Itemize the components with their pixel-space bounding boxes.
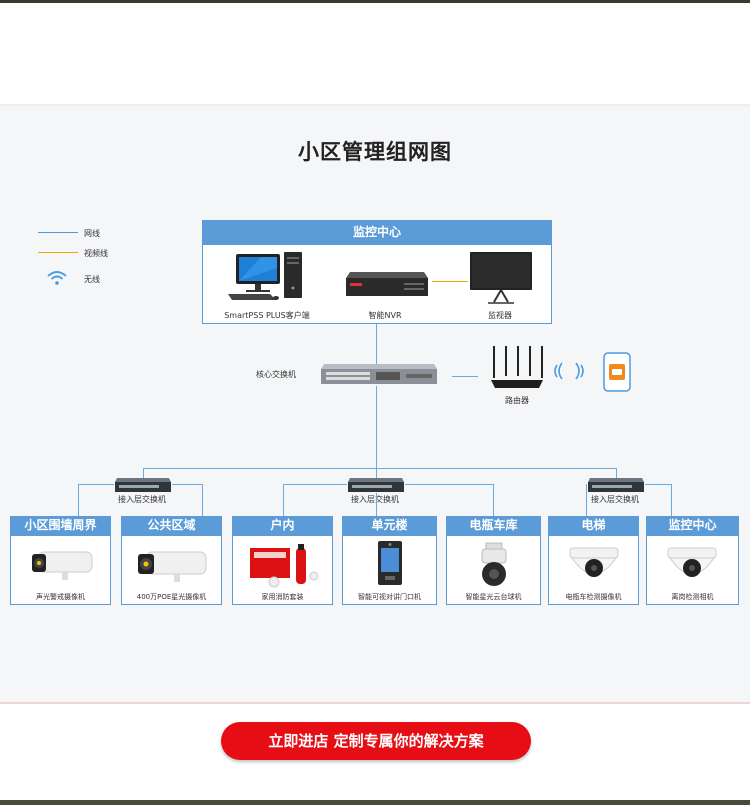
dome-camera-icon-1 xyxy=(569,547,619,577)
monitor-icon xyxy=(470,252,532,304)
branch-c-left-drop xyxy=(586,484,587,516)
video-cable-swatch xyxy=(38,252,78,253)
shop-cta-button[interactable]: 立即进店 定制专属你的解决方案 xyxy=(221,722,531,760)
section-header-perimeter: 小区围墙周界 xyxy=(10,516,111,535)
access-switch-icon-3 xyxy=(588,478,644,492)
bottom-border xyxy=(0,800,750,805)
device-label-public: 400万POE星光摄像机 xyxy=(136,593,207,601)
drop-line-c xyxy=(616,468,617,478)
section-header-indoor: 户内 xyxy=(232,516,333,535)
branch-b-center-drop xyxy=(376,493,377,516)
network-cable-swatch xyxy=(38,232,78,233)
wifi-signal-left-icon xyxy=(554,362,563,380)
branch-b-right-drop xyxy=(493,484,494,516)
pc-client-icon xyxy=(228,252,302,300)
dome-camera-icon-2 xyxy=(667,547,717,577)
access-switch-icon-2 xyxy=(348,478,404,492)
legend-network-label: 网线 xyxy=(84,229,100,238)
access-switch-label-1: 接入层交换机 xyxy=(118,495,166,504)
monitor-label: 监视器 xyxy=(488,311,512,320)
video-cable-link xyxy=(432,281,468,282)
diagram-background xyxy=(0,106,750,702)
router-icon xyxy=(491,346,543,388)
nvr-label: 智能NVR xyxy=(368,311,402,320)
footer-divider xyxy=(0,702,750,704)
section-header-public: 公共区域 xyxy=(121,516,222,535)
bullet-camera-icon-1 xyxy=(32,551,93,580)
access-switch-label-2: 接入层交换机 xyxy=(351,495,399,504)
uplink-line xyxy=(376,324,377,364)
wifi-signal-right-icon xyxy=(575,362,584,380)
smartphone-icon xyxy=(603,352,631,392)
header-divider xyxy=(0,104,750,106)
device-label-elevator: 电瓶车检测摄像机 xyxy=(565,593,622,601)
ptz-dome-camera-icon xyxy=(481,542,507,586)
section-header-unit: 单元楼 xyxy=(342,516,437,535)
device-label-perimeter: 声光警戒摄像机 xyxy=(36,593,85,601)
section-header-control-room: 监控中心 xyxy=(646,516,739,535)
device-label-unit: 智能可视对讲门口机 xyxy=(358,593,421,601)
nvr-icon xyxy=(346,272,428,296)
trunk-line xyxy=(376,386,377,468)
branch-b-left xyxy=(283,484,347,485)
branch-b-right xyxy=(405,484,493,485)
legend-wireless-label: 无线 xyxy=(84,275,100,284)
router-link-line xyxy=(452,376,478,377)
core-switch-label: 核心交换机 xyxy=(256,370,296,379)
drop-line-a xyxy=(143,468,144,478)
device-label-indoor: 家用消防套装 xyxy=(261,593,304,601)
branch-a-left-drop xyxy=(78,484,79,516)
section-header-elevator: 电梯 xyxy=(548,516,639,535)
device-label-control-room: 离岗检测相机 xyxy=(671,593,714,601)
distribution-line xyxy=(143,468,616,469)
core-switch-icon xyxy=(321,364,437,384)
drop-line-b xyxy=(376,468,377,478)
wifi-icon xyxy=(47,271,67,285)
branch-b-left-drop xyxy=(283,484,284,516)
router-label: 路由器 xyxy=(505,396,529,405)
branch-c-right xyxy=(645,484,671,485)
top-border xyxy=(0,0,750,3)
page-title: 小区管理组网图 xyxy=(298,140,452,164)
door-station-icon xyxy=(378,541,402,585)
section-header-ebike-garage: 电瓶车库 xyxy=(446,516,541,535)
monitor-center-header: 监控中心 xyxy=(202,220,552,244)
access-switch-label-3: 接入层交换机 xyxy=(591,495,639,504)
access-switch-icon-1 xyxy=(115,478,171,492)
branch-c-right-drop xyxy=(671,484,672,516)
branch-a-right-drop xyxy=(202,484,203,516)
branch-a-right xyxy=(172,484,202,485)
fire-safety-kit-icon xyxy=(250,544,319,588)
device-label-ebike-garage: 智能星光云台球机 xyxy=(465,593,522,601)
bullet-camera-icon-2 xyxy=(138,551,207,582)
branch-a-left xyxy=(78,484,114,485)
pc-client-label: SmartPSS PLUS客户端 xyxy=(224,311,310,320)
legend-video-label: 视频线 xyxy=(84,249,108,258)
